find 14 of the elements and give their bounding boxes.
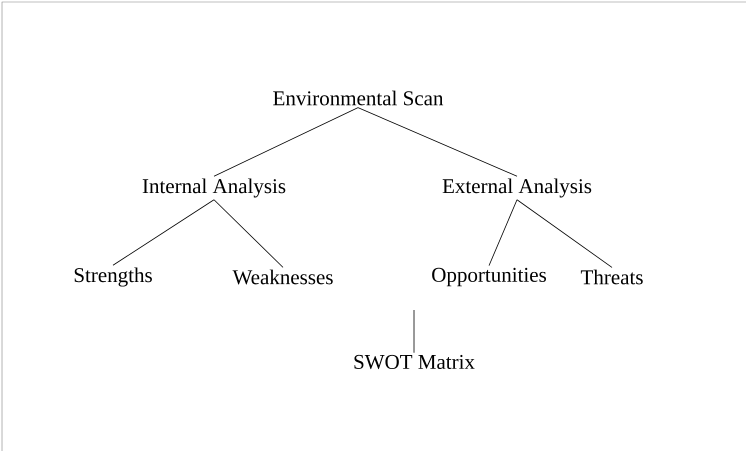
connector-line [488, 199, 518, 266]
node-label: Strengths [74, 267, 152, 287]
node-label: Internal Analysis [142, 178, 286, 198]
node-label: Opportunities [432, 268, 546, 286]
connector-line [214, 199, 284, 268]
connector-line [358, 107, 518, 177]
node-label: Weaknesses [232, 270, 333, 284]
node-label: Environmental Scan [273, 90, 444, 106]
node-label: Threats [580, 270, 643, 284]
connector-line [112, 199, 214, 266]
node-label: External Analysis [442, 178, 592, 198]
connector-line [214, 107, 358, 177]
connector-line [516, 199, 612, 268]
node-label: SWOT Matrix [354, 354, 475, 370]
